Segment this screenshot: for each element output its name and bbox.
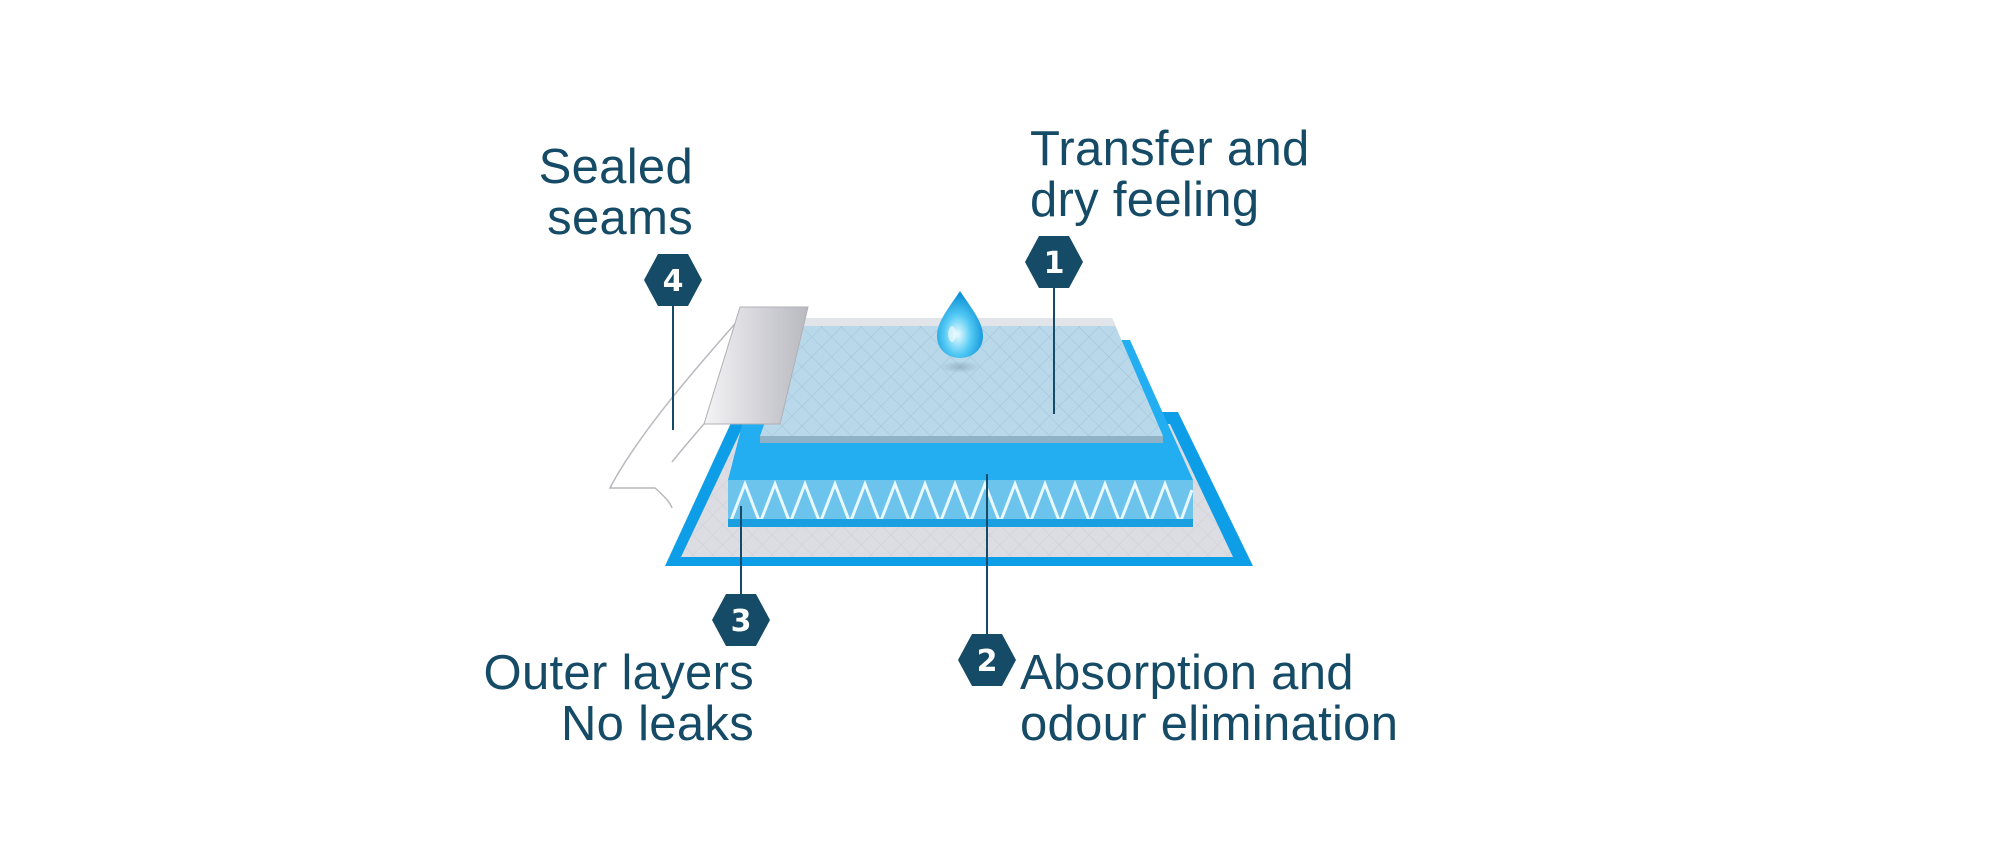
svg-text:2: 2 — [977, 644, 998, 679]
leader-lines — [672, 284, 1055, 638]
callout-2-line-2: odour elimination — [1020, 697, 1399, 751]
hexagon-badge-icon — [644, 254, 702, 306]
svg-text:1: 1 — [1044, 246, 1065, 281]
hexagon-badge-icon — [1025, 236, 1083, 288]
water-droplet-icon — [937, 291, 983, 373]
callout-2-line-1: Absorption and — [1020, 646, 1354, 700]
callout-label-1: Transfer and dry feeling — [1030, 124, 1310, 226]
svg-text:3: 3 — [731, 604, 752, 639]
callout-4-line-1: Sealed — [538, 140, 693, 194]
callout-label-3: Outer layers No leaks — [484, 648, 754, 750]
hexagon-badge-icon — [712, 594, 770, 646]
callout-3-line-1: Outer layers — [483, 646, 754, 700]
badge-2: 2 — [958, 634, 1016, 686]
badge-4: 4 — [644, 254, 702, 306]
core-zigzag — [728, 479, 1194, 528]
callout-3-line-2: No leaks — [560, 697, 754, 751]
callout-4-line-2: seams — [547, 191, 693, 245]
top-transfer-layer — [760, 318, 1163, 443]
callout-label-2: Absorption and odour elimination — [1020, 648, 1398, 750]
callout-label-4: Sealed seams — [539, 142, 693, 244]
badge-3: 3 — [712, 594, 770, 646]
hexagon-badge-icon — [958, 634, 1016, 686]
sealed-seam-tab — [608, 306, 809, 509]
badge-1: 1 — [1025, 236, 1083, 288]
svg-text:4: 4 — [663, 264, 684, 299]
callout-1-line-2: dry feeling — [1030, 173, 1260, 227]
callout-1-line-1: Transfer and — [1030, 122, 1310, 176]
